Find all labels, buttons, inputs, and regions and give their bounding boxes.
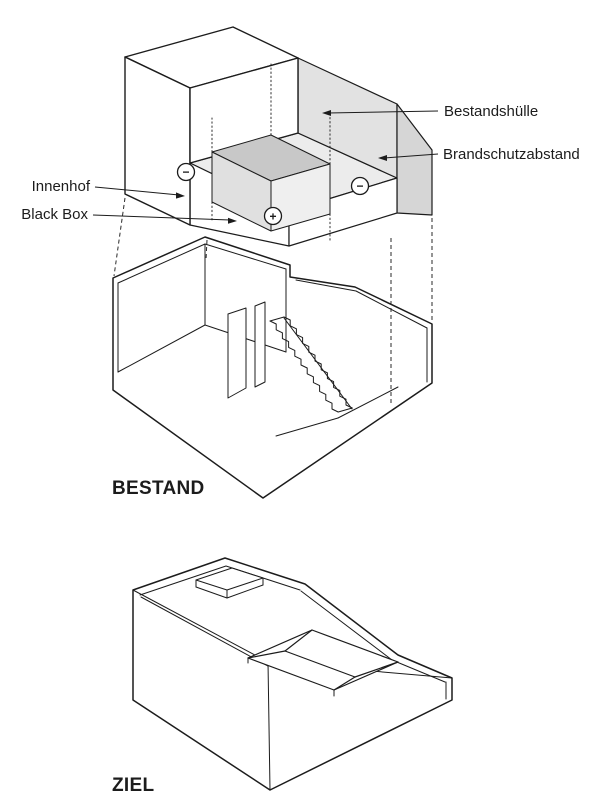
callouts-group (92, 110, 439, 224)
minus-marker-left-glyph: − (182, 165, 189, 179)
leader-brandschutzabstand-arrow (378, 155, 387, 161)
envelope-group (124, 26, 433, 247)
projection-line-left (113, 197, 126, 277)
bestand-shell-group (112, 236, 433, 499)
hidden-edges-dotted (211, 63, 398, 243)
lower-floor-edge-right (337, 386, 399, 419)
leader-innenhof-arrow (176, 192, 185, 199)
leader-black-box-arrow (228, 217, 237, 224)
ziel-volume-group (132, 557, 453, 791)
bestand-outer-silhouette (112, 236, 433, 499)
envelope-end-face (396, 103, 433, 216)
tower-left-face (124, 56, 191, 226)
hip-ridge (284, 650, 356, 678)
projection-line-back (205, 239, 208, 261)
label-bestandshuelle: Bestandshülle (444, 103, 538, 120)
partition-wall-b (254, 301, 266, 388)
hip-line-2 (284, 629, 313, 652)
plus-marker-center-glyph: + (269, 210, 276, 224)
ziel-front-rim-left (132, 589, 269, 663)
leader-brandschutzabstand (383, 153, 439, 159)
stair-top-edge (269, 316, 285, 322)
label-black-box: Black Box (21, 206, 88, 223)
ziel-front-arris (267, 661, 271, 791)
stair-steps-left (269, 320, 339, 413)
ziel-rim-inner-left (139, 565, 301, 596)
plus-marker-center (263, 206, 283, 226)
label-innenhof: Innenhof (32, 178, 91, 195)
partition-wall-a (227, 307, 247, 399)
stair-stringer-slope (283, 317, 353, 410)
leader-bestandshuelle-arrow (322, 110, 331, 116)
markers-group: − + − (176, 162, 370, 226)
floor-left-edge (117, 324, 206, 373)
caption-ziel: ZIEL (112, 775, 154, 796)
courtyard-bottom-edges (195, 584, 264, 599)
leader-innenhof (94, 186, 180, 196)
rim-inner-right (295, 279, 428, 329)
projection-dashed-lines (113, 197, 433, 404)
lower-floor-edge-left (275, 417, 339, 437)
leader-bestandshuelle (327, 110, 439, 114)
stair-bottom-edge (337, 407, 353, 413)
bestand-stair (269, 316, 353, 413)
hip-line-1 (247, 650, 286, 659)
minus-marker-right (350, 176, 370, 196)
label-brandschutzabstand: Brandschutzabstand (443, 146, 580, 163)
bestand-partition-walls (227, 301, 266, 399)
minus-marker-left (176, 162, 196, 182)
callout-labels-group: Bestandshülle Brandschutzabstand Innenho… (21, 103, 579, 223)
caption-bestand: BESTAND (112, 478, 205, 499)
black-box-volume (211, 134, 331, 232)
ziel-hip-roof (247, 629, 399, 697)
hip-line-4 (333, 676, 356, 691)
leader-black-box (92, 214, 231, 221)
minus-marker-right-glyph: − (356, 179, 363, 193)
ziel-front-rim-left-inner (140, 596, 269, 667)
hip-line-3 (354, 661, 399, 678)
ziel-courtyard-notch (195, 567, 264, 599)
